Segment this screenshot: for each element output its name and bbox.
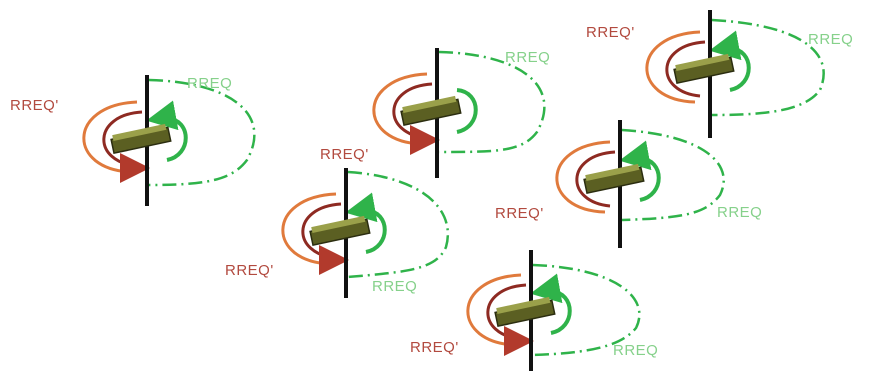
outer-reverse-ring [372, 72, 428, 146]
node-2: RREQ RREQ' [320, 48, 550, 178]
forward-label: RREQ [717, 204, 762, 221]
forward-label: RREQ [613, 342, 658, 359]
reverse-label: RREQ' [225, 262, 274, 279]
outer-reverse-ring [466, 273, 522, 347]
forward-label: RREQ [372, 278, 417, 295]
node-1: RREQ RREQ' [10, 75, 256, 206]
outer-reverse-ring [82, 100, 138, 174]
node-4: RREQ RREQ' [495, 120, 762, 248]
router-device-icon [309, 215, 371, 247]
reverse-label: RREQ' [320, 146, 369, 163]
forward-label: RREQ [187, 75, 232, 92]
forward-label: RREQ [505, 49, 550, 66]
forward-arc [621, 128, 725, 222]
router-device-icon [583, 163, 645, 195]
router-device-icon [673, 53, 735, 85]
forward-arc [711, 18, 825, 117]
forward-label: RREQ [808, 31, 853, 48]
outer-reverse-ring [645, 30, 701, 104]
router-device-icon [110, 123, 172, 155]
node-3: RREQ RREQ' [586, 10, 853, 138]
reverse-label: RREQ' [586, 24, 635, 41]
outer-reverse-ring [281, 192, 337, 266]
reverse-label: RREQ' [410, 339, 459, 356]
reverse-label: RREQ' [495, 205, 544, 222]
node-6: RREQ RREQ' [410, 250, 658, 371]
router-device-icon [400, 95, 462, 127]
outer-reverse-ring [555, 140, 611, 214]
forward-arc [438, 50, 546, 154]
node-5: RREQ RREQ' [225, 168, 449, 298]
inner-reverse-ring [575, 150, 616, 208]
reverse-label: RREQ' [10, 97, 59, 114]
router-device-icon [494, 296, 556, 328]
inner-forward-ring [456, 88, 478, 134]
forward-arc [347, 170, 449, 279]
forward-arc [532, 263, 641, 357]
inner-reverse-ring [665, 40, 706, 98]
forward-arc [148, 78, 256, 187]
